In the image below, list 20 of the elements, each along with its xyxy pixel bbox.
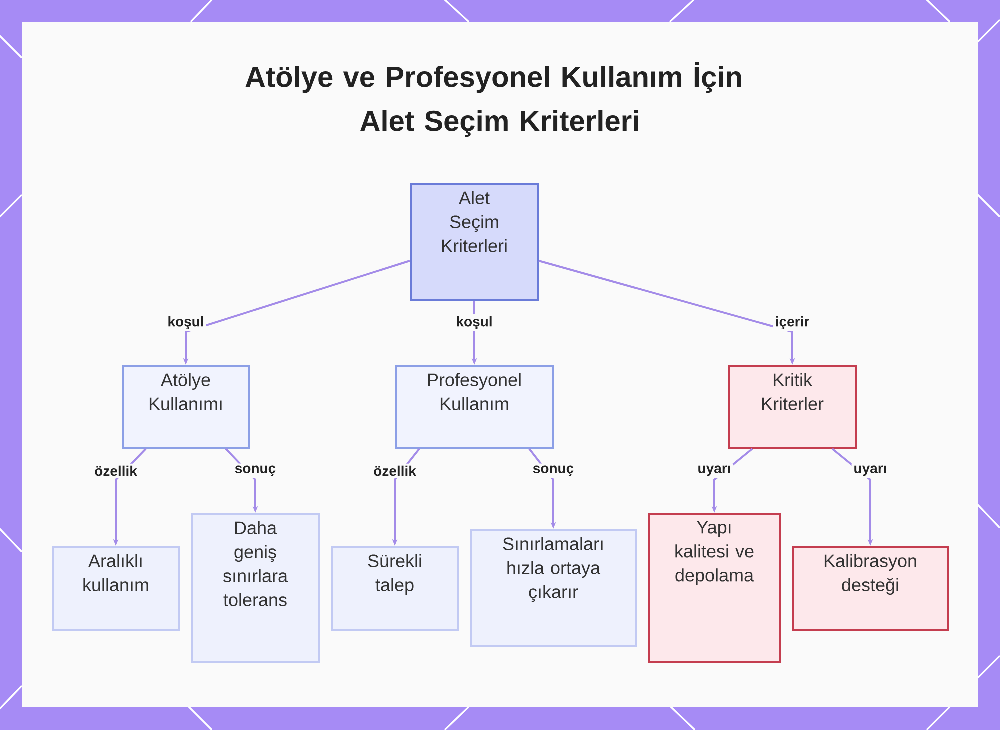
edge-label: içerir [773, 314, 812, 332]
concept-box: Sınırlamaları hızla ortaya çıkarır [470, 529, 637, 647]
title: Atölye ve Profesyonel Kullanım İçin Alet Seçim Kriterleri [246, 62, 742, 138]
edge-label: koşul [454, 314, 495, 332]
edge-label: özellik [92, 464, 140, 478]
concept-box: Yapı kalitesi ve depolama [648, 513, 781, 663]
edge-label: sonuç [530, 464, 576, 478]
edge-label: özellik [372, 464, 418, 478]
concept-box: Alet Seçim Kriterleri [410, 183, 539, 301]
edge-label: koşul [166, 314, 206, 332]
edge-label: sonuç [232, 464, 278, 478]
concept-box: Aralıklı kullanım [52, 546, 180, 631]
edge-label: uyarı [696, 464, 734, 478]
concept-box: Kritik Kriterler [728, 365, 857, 449]
concept-box: Profesyonel Kullanım [395, 365, 554, 449]
concept-box: Atölye Kullanımı [122, 365, 250, 449]
concept-box: Kalibrasyon desteği [792, 546, 949, 631]
concept-box: Sürekli talep [331, 546, 459, 631]
concept-box: Daha geniş sınırlara tolerans [191, 513, 320, 663]
edge-label: uyarı [852, 464, 890, 478]
